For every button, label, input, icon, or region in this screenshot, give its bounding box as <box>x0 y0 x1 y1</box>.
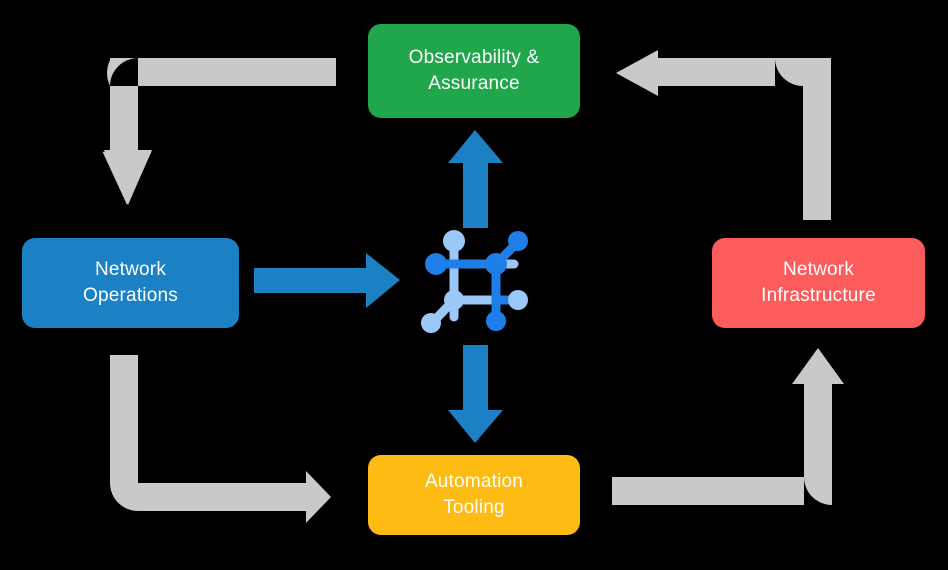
node-observability-assurance[interactable]: Observability & Assurance <box>368 24 580 118</box>
blue-arrow-operations-to-center <box>254 253 400 308</box>
gray-arrow-automation-to-infrastructure <box>612 348 844 505</box>
node-network-operations[interactable]: Network Operations <box>22 238 239 328</box>
network-topology-icon <box>418 222 534 338</box>
node-network-infrastructure[interactable]: Network Infrastructure <box>712 238 925 328</box>
gray-arrow-infrastructure-to-observability <box>616 50 831 220</box>
gray-arrow-observability-to-operations <box>102 58 336 205</box>
blue-arrow-center-to-automation <box>448 345 503 443</box>
blue-arrow-center-to-observability <box>448 130 503 228</box>
gray-arrow-operations-to-automation <box>110 355 331 523</box>
node-automation-tooling[interactable]: Automation Tooling <box>368 455 580 535</box>
